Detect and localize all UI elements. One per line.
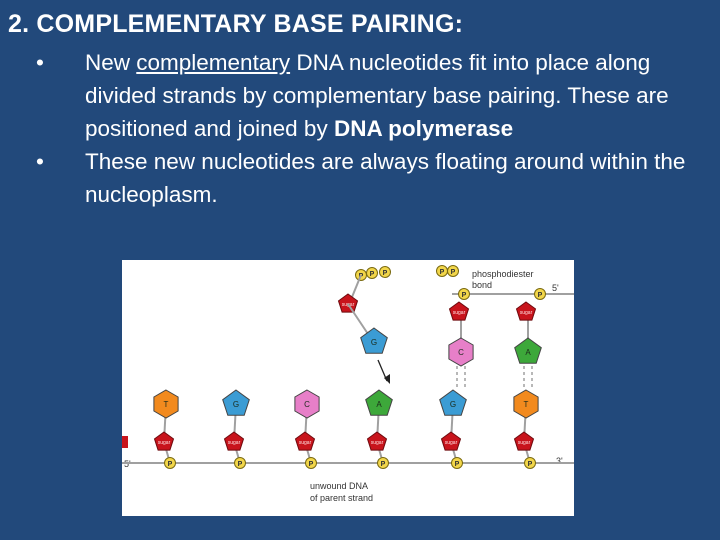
- base-letter: T: [164, 400, 169, 409]
- bullet-item: • New complementary DNA nucleotides fit …: [30, 46, 690, 145]
- sugar-label: sugar: [371, 440, 384, 446]
- edge-sugar: [122, 436, 128, 448]
- phosphate-letter: P: [381, 461, 386, 468]
- sugar-label: sugar: [445, 440, 458, 446]
- phosphate-letter: P: [462, 292, 467, 299]
- sugar-label: sugar: [453, 310, 466, 316]
- base-letter: T: [524, 400, 529, 409]
- base-G: [222, 389, 250, 416]
- five-prime-top-label: 5': [552, 283, 559, 293]
- sugar: [294, 431, 316, 451]
- phosphate-letter: P: [440, 269, 445, 276]
- three-prime-bottom-label: 3': [556, 456, 563, 466]
- sugar-label: sugar: [520, 310, 533, 316]
- bullet-dot: •: [36, 149, 44, 174]
- sugar-label: sugar: [228, 440, 241, 446]
- bullet-dot: •: [36, 50, 44, 75]
- phosphate-letter: P: [455, 461, 460, 468]
- bullet-bold-term: DNA polymerase: [333, 116, 514, 141]
- sugar: [366, 431, 388, 451]
- base-letter: A: [376, 400, 382, 409]
- phosphate-group: [447, 265, 459, 277]
- phosphate-letter: P: [168, 461, 173, 468]
- base-A: [365, 389, 393, 416]
- base-C: [448, 337, 474, 367]
- base-A: [514, 337, 542, 364]
- sugar: [337, 293, 359, 313]
- sugar-label: sugar: [518, 440, 531, 446]
- phosphate-letter: P: [528, 461, 533, 468]
- base-letter: G: [371, 338, 377, 347]
- bullet-text-pre: New: [85, 50, 137, 75]
- phosphate-letter: P: [309, 461, 314, 468]
- phosphate-group: [234, 457, 246, 469]
- base-C: [294, 389, 320, 419]
- base-letter: C: [458, 348, 464, 357]
- sugar: [440, 431, 462, 451]
- phosphate-letter: P: [451, 269, 456, 276]
- base-T: [153, 389, 179, 419]
- arrow-head: [384, 374, 390, 384]
- sugar: [153, 431, 175, 451]
- phosphate-group: [305, 457, 317, 469]
- phosphate-group: [377, 457, 389, 469]
- phosphate-group: [524, 457, 536, 469]
- phosphate-letter: P: [238, 461, 243, 468]
- sugar: [448, 301, 470, 321]
- bullet-underlined-term: complementary: [136, 50, 291, 75]
- sugar-label: sugar: [299, 440, 312, 446]
- sugar: [513, 431, 535, 451]
- phosphate-group: [379, 266, 391, 278]
- phosphate-group: [366, 267, 378, 279]
- bullet-text: These new nucleotides are always floatin…: [85, 149, 686, 207]
- unwound-dna-label-1: unwound DNA: [310, 481, 368, 491]
- bullet-text-mid: DNA nucleotides fit into place along div…: [85, 50, 669, 141]
- bullet-item: • These new nucleotides are always float…: [30, 145, 690, 211]
- phosphodiester-label-2: bond: [472, 280, 492, 290]
- phosphate-letter: P: [383, 270, 388, 277]
- base-pairing-diagram: phosphodiester bond 5' 5' 3' unwound DNA…: [122, 260, 574, 516]
- phosphate-group: [164, 457, 176, 469]
- bullet-list: • New complementary DNA nucleotides fit …: [30, 46, 690, 211]
- unwound-dna-label-2: of parent strand: [310, 493, 373, 503]
- base-T: [513, 389, 539, 419]
- dna-molecule-layer: sugarPTsugarPGsugarPCsugarPAsugarPGsugar…: [122, 265, 574, 469]
- sugar: [515, 301, 537, 321]
- phosphate-letter: P: [370, 271, 375, 278]
- base-letter: A: [525, 348, 531, 357]
- base-G: [360, 327, 388, 354]
- sugar: [223, 431, 245, 451]
- phosphate-group: [458, 288, 470, 300]
- slide-title: 2. COMPLEMENTARY BASE PAIRING:: [8, 10, 464, 38]
- dna-diagram-canvas: phosphodiester bond 5' 5' 3' unwound DNA…: [122, 265, 574, 503]
- phosphate-group: [451, 457, 463, 469]
- base-G: [439, 389, 467, 416]
- sugar-label: sugar: [158, 440, 171, 446]
- base-letter: C: [304, 400, 310, 409]
- base-letter: G: [233, 400, 239, 409]
- phosphate-group: [534, 288, 546, 300]
- base-letter: G: [450, 400, 456, 409]
- phosphodiester-label-1: phosphodiester: [472, 269, 534, 279]
- phosphate-letter: P: [538, 292, 543, 299]
